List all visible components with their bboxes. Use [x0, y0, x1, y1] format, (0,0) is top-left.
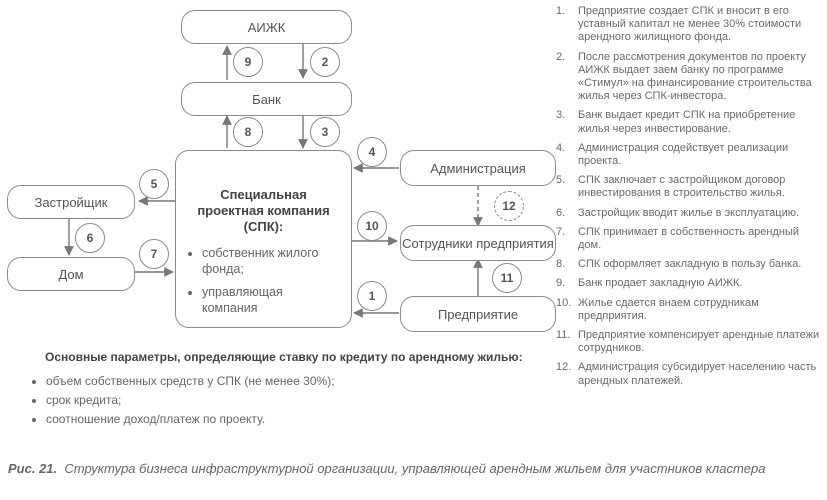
- params-item: объем собственных средств у СПК (не мене…: [46, 372, 335, 391]
- figure-caption: Рис. 21. Структура бизнеса инфраструктур…: [8, 460, 808, 478]
- step-number: 7.: [556, 225, 566, 238]
- marker-9: 9: [233, 47, 263, 77]
- marker-4: 4: [357, 137, 387, 167]
- steps-legend: 1. Предприятие создает СПК и вносит в его…: [556, 5, 824, 394]
- step-item: 11. Предприятие компенсирует арендные пла…: [556, 329, 824, 355]
- marker-12: 12: [494, 191, 524, 221]
- step-number: 6.: [556, 206, 566, 219]
- step-number: 11.: [556, 329, 571, 342]
- node-bank-label: Банк: [252, 91, 281, 107]
- node-employees-label: Сотрудники предприятия: [402, 235, 554, 251]
- params-item: соотношение доход/платеж по проекту.: [46, 410, 335, 429]
- step-item: 9. Банк продает закладную АИЖК.: [556, 277, 824, 290]
- step-number: 8.: [556, 258, 566, 271]
- spk-role-item: собственник жилого фонда;: [202, 245, 341, 277]
- step-text: Застройщик вводит жилье в эксплуатацию.: [578, 206, 800, 219]
- step-text: Банк выдает кредит СПК на приобретение ж…: [578, 109, 796, 135]
- marker-2: 2: [310, 47, 340, 77]
- node-house-label: Дом: [58, 266, 84, 282]
- step-number: 3.: [556, 109, 566, 122]
- marker-1: 1: [357, 281, 387, 311]
- step-text: СПК принимает в собственность арендный д…: [578, 225, 800, 252]
- step-text: СПК заключает с застройщиком договор инв…: [578, 174, 786, 200]
- node-aizhk: АИЖК: [181, 10, 352, 44]
- step-text: Администрация субсидирует населению част…: [578, 361, 817, 387]
- step-number: 5.: [556, 174, 566, 187]
- step-number: 2.: [556, 50, 566, 63]
- marker-7: 7: [139, 239, 169, 269]
- step-item: 12. Администрация субсидирует населению ч…: [556, 361, 824, 387]
- step-item: 2. После рассмотрения документов по проек…: [556, 51, 824, 104]
- caption-label: Рис. 21.: [8, 461, 58, 476]
- spk-role-item: управляющая компания: [202, 284, 341, 316]
- step-number: 4.: [556, 141, 566, 154]
- node-developer: Застройщик: [7, 185, 135, 219]
- spk-title: Специальная проектная компания (СПК):: [197, 187, 330, 234]
- params-title: Основные параметры, определяющие ставку …: [45, 350, 523, 364]
- step-item: 10. Жилье сдается внаем сотрудникам предп…: [556, 297, 824, 323]
- step-item: 5. СПК заключает с застройщиком договор и…: [556, 174, 824, 200]
- step-item: 1. Предприятие создает СПК и вносит в его…: [556, 5, 824, 45]
- node-employees: Сотрудники предприятия: [400, 225, 556, 261]
- marker-6: 6: [75, 223, 105, 253]
- step-text: Предприятие компенсирует арендные платеж…: [578, 329, 820, 355]
- node-aizhk-label: АИЖК: [247, 19, 286, 35]
- step-item: 8. СПК оформляет закладную в пользу банка…: [556, 258, 824, 271]
- step-text: Администрация содействует реализации про…: [578, 141, 789, 168]
- node-house: Дом: [7, 257, 135, 291]
- node-enterprise: Предприятие: [400, 296, 556, 332]
- node-enterprise-label: Предприятие: [437, 306, 519, 322]
- step-item: 3. Банк выдает кредит СПК на приобретение…: [556, 109, 824, 135]
- step-text: Жилье сдается внаем сотрудникам предприя…: [578, 296, 759, 322]
- node-spk: Специальная проектная компания (СПК): со…: [175, 150, 352, 328]
- marker-8: 8: [233, 117, 263, 147]
- caption-text: Структура бизнеса инфраструктурной орган…: [64, 461, 766, 476]
- step-item: 7. СПК принимает в собственность арендный…: [556, 226, 824, 252]
- marker-10: 10: [357, 211, 387, 241]
- marker-5: 5: [139, 169, 169, 199]
- params-item: срок кредита;: [46, 391, 335, 410]
- step-item: 4. Администрация содействует реализации п…: [556, 142, 824, 168]
- params-list: объем собственных средств у СПК (не мене…: [30, 372, 335, 429]
- step-text: СПК оформляет закладную в пользу банка.: [578, 258, 802, 271]
- step-number: 12.: [556, 361, 572, 374]
- step-number: 9.: [556, 277, 566, 290]
- node-bank: Банк: [181, 82, 352, 116]
- step-text: Банк продает закладную АИЖК.: [578, 277, 743, 290]
- marker-11: 11: [492, 263, 522, 293]
- step-text: После рассмотрения документов по проекту…: [578, 50, 812, 103]
- marker-3: 3: [310, 117, 340, 147]
- step-number: 10.: [556, 296, 572, 309]
- step-number: 1.: [556, 5, 566, 17]
- spk-roles-list: собственник жилого фонда; управляющая ко…: [186, 245, 341, 316]
- node-administration-label: Администрация: [430, 160, 526, 176]
- step-text: Предприятие создает СПК и вносит в его у…: [578, 5, 802, 44]
- node-developer-label: Застройщик: [34, 194, 108, 210]
- step-item: 6. Застройщик вводит жилье в эксплуатацию…: [556, 207, 824, 220]
- node-administration: Администрация: [400, 150, 556, 186]
